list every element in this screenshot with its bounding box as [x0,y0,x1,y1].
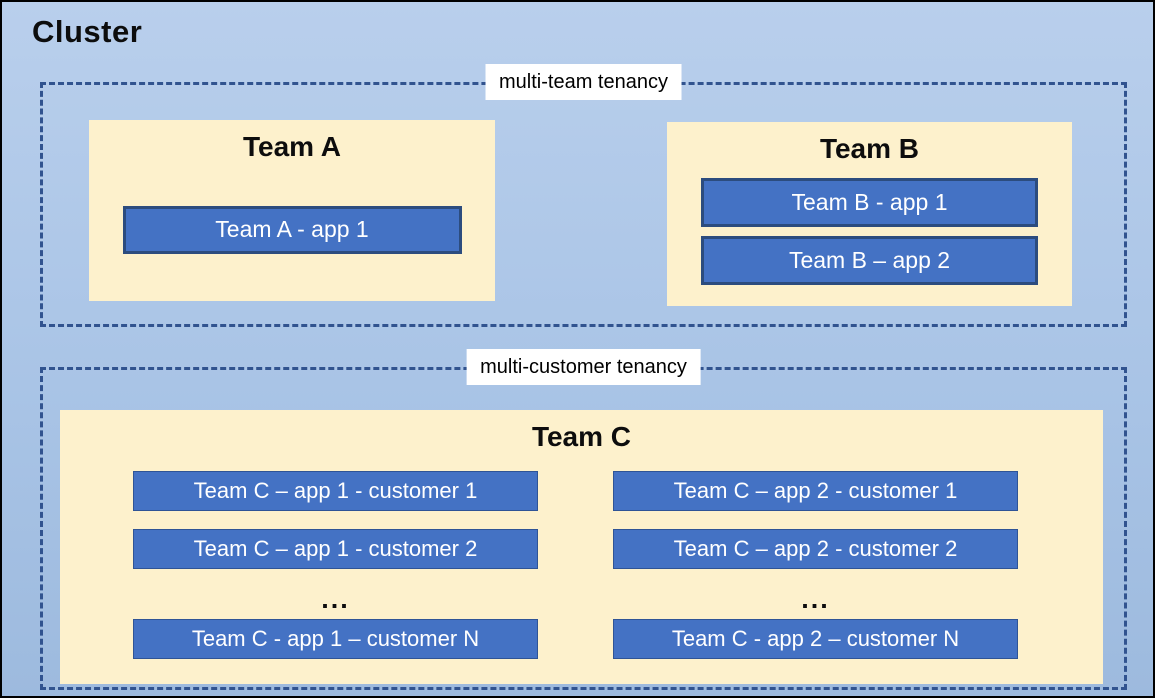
team-c-app2-customer1-box: Team C – app 2 - customer 1 [613,470,1018,511]
team-c-app2-ellipsis: ... [801,583,830,614]
multi-customer-tenancy-label: multi-customer tenancy [466,349,701,385]
team-c-title: Team C [531,421,632,452]
team-b-app-2-box: Team B – app 2 [701,235,1038,285]
multi-team-tenancy-zone: multi-team tenancy Team A Team A - app 1… [40,64,1127,327]
team-c-columns: Team C – app 1 - customer 1 Team C – app… [60,470,1103,659]
team-c-app2-customer2-box: Team C – app 2 - customer 2 [613,528,1018,569]
team-c-app1-customer2-box: Team C – app 1 - customer 2 [133,528,538,569]
team-c-app1-customer1-box: Team C – app 1 - customer 1 [133,470,538,511]
team-b-title: Team B [819,133,920,164]
cluster-title: Cluster [32,14,143,49]
team-a-title: Team A [242,131,342,162]
team-c-app-1-column: Team C – app 1 - customer 1 Team C – app… [133,470,538,659]
team-c-app1-ellipsis: ... [321,583,350,614]
team-c-panel: Team C Team C – app 1 - customer 1 Team … [60,410,1103,684]
team-c-app1-customerN-box: Team C - app 1 – customer N [133,618,538,659]
multi-customer-tenancy-zone: multi-customer tenancy Team C Team C – a… [40,349,1127,690]
team-c-app2-customerN-box: Team C - app 2 – customer N [613,618,1018,659]
multi-team-tenancy-label: multi-team tenancy [485,64,682,100]
team-a-app-1-box: Team A - app 1 [122,205,462,254]
team-b-panel: Team B Team B - app 1 Team B – app 2 [667,122,1072,306]
team-a-panel: Team A Team A - app 1 [89,120,495,301]
team-c-app-2-column: Team C – app 2 - customer 1 Team C – app… [613,470,1018,659]
team-b-app-1-box: Team B - app 1 [701,177,1038,227]
